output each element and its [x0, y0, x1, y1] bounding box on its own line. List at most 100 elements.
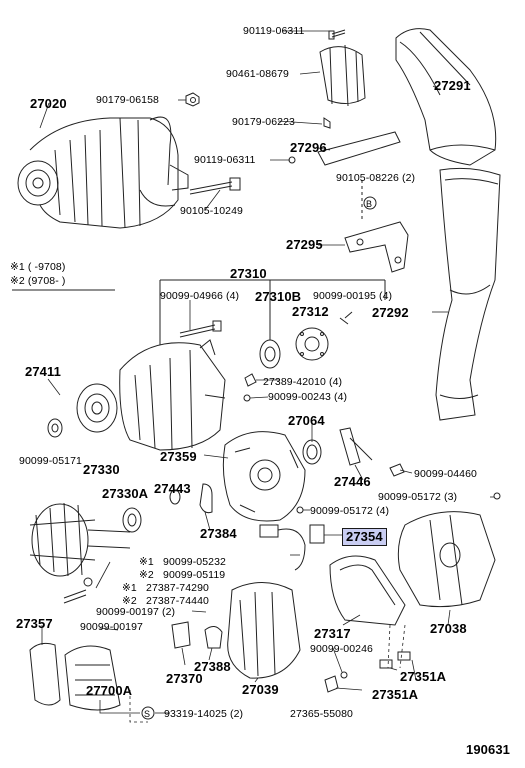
part-number-label[interactable]: 27292	[372, 305, 409, 320]
part-number-label[interactable]: 90099-05119	[163, 569, 226, 581]
part-number-label[interactable]: 27351A	[400, 669, 447, 684]
part-number-label[interactable]: 27357	[16, 616, 53, 631]
part-number-label[interactable]: 27446	[334, 474, 371, 489]
callout-bracket	[159, 279, 386, 345]
marker-2-label: ※2	[122, 595, 137, 607]
part-number-label[interactable]: 27291	[434, 78, 471, 93]
nut-drawing	[47, 418, 63, 438]
part-number-label[interactable]: 27312	[292, 304, 329, 319]
part-number-label[interactable]: 90105-08226 (2)	[336, 172, 416, 184]
terminal-drawing	[324, 675, 339, 693]
part-number-label[interactable]: 27387-74440	[146, 595, 209, 607]
marker-2-label: ※2	[139, 569, 154, 581]
screw-drawing	[339, 311, 353, 325]
part-number-label[interactable]: 27296	[290, 140, 327, 155]
part-number-label[interactable]: 27295	[286, 237, 323, 252]
nut-drawing	[185, 92, 200, 107]
note-line-1: ※1 ( -9708)	[10, 261, 66, 273]
part-number-label[interactable]: 27443	[154, 481, 191, 496]
rotor-drawing	[29, 502, 131, 577]
leader-lines	[39, 30, 494, 723]
part-number-label[interactable]: 27700A	[86, 683, 133, 698]
diagram-id: 190631	[466, 742, 510, 757]
bracket-drawing	[344, 180, 409, 273]
ring-drawing	[169, 489, 181, 505]
part-number-label[interactable]: 27330	[83, 462, 120, 477]
part-number-label[interactable]: 27351A	[372, 687, 419, 702]
part-number-label[interactable]: 90099-00197 (2)	[96, 606, 176, 618]
part-number-label[interactable]: 27388	[194, 659, 231, 674]
marker-s-circle	[141, 706, 155, 720]
part-number-label[interactable]: 90099-05172 (3)	[378, 491, 458, 503]
part-number-label[interactable]: 27389-42010 (4)	[263, 376, 343, 388]
part-number-label[interactable]: 27370	[166, 671, 203, 686]
part-number-label[interactable]: 90099-00197	[80, 621, 143, 633]
part-number-label[interactable]: 90099-04966 (4)	[160, 290, 240, 302]
brush-drawing	[379, 659, 393, 669]
bolt-drawing	[189, 177, 241, 195]
part-number-label[interactable]: 90099-00243 (4)	[268, 391, 348, 403]
part-number-label[interactable]: 27359	[160, 449, 197, 464]
part-number-label[interactable]: 90119-06311	[243, 25, 305, 37]
part-number-label[interactable]: 90099-04460	[414, 468, 477, 480]
nut-drawing	[296, 506, 304, 514]
brush-drawing	[204, 626, 223, 649]
part-number-label[interactable]: 27038	[430, 621, 467, 636]
rectifier-drawing	[29, 642, 121, 711]
part-number-label[interactable]: 27310	[230, 266, 267, 281]
insulator-drawing	[244, 373, 257, 387]
nut-drawing	[389, 463, 405, 477]
brush-holder-drawing	[171, 621, 191, 649]
part-number-label[interactable]: 90461-08679	[226, 68, 289, 80]
small-bolt-drawing	[328, 29, 346, 40]
bolt-drawing	[179, 320, 222, 338]
wire-connector-drawing	[259, 524, 325, 571]
bearing-drawing	[122, 507, 142, 533]
part-number-label[interactable]: 27020	[30, 96, 67, 111]
end-cover-drawing	[227, 582, 301, 679]
part-number-label[interactable]: 93319-14025 (2)	[164, 708, 244, 720]
terminal-drawing	[339, 427, 373, 466]
part-number-label[interactable]: 90179-06223	[232, 116, 295, 128]
bolt-drawing	[63, 589, 87, 604]
part-number-label[interactable]: 90099-05171	[19, 455, 82, 467]
part-number-label[interactable]: 27384	[200, 526, 237, 541]
note-line-2: ※2 (9708- )	[10, 275, 66, 287]
screw-drawing	[340, 671, 348, 679]
part-number-label[interactable]: 27039	[242, 682, 279, 697]
part-number-label[interactable]: 90179-06158	[96, 94, 159, 106]
marker-1-label: ※1	[139, 556, 154, 568]
part-number-label[interactable]: 27365-55080	[290, 708, 353, 720]
rear-frame-drawing	[222, 431, 306, 522]
hose-clamp-drawing	[319, 44, 366, 107]
part-number-label[interactable]: 90099-00246	[310, 643, 373, 655]
part-number-label[interactable]: 27387-74290	[146, 582, 209, 594]
retainer-plate-drawing	[295, 327, 329, 361]
part-number-label[interactable]: 90119-06311	[194, 154, 256, 166]
gasket-drawing	[302, 439, 322, 465]
bearing-drawing	[259, 339, 281, 369]
alternator-assembly-drawing	[17, 116, 189, 229]
part-number-label[interactable]: 27310B	[255, 289, 302, 304]
screw-drawing	[243, 394, 251, 402]
part-number-label[interactable]: 90099-05172 (4)	[310, 505, 390, 517]
part-number-label[interactable]: 27064	[288, 413, 325, 428]
part-number-label[interactable]: 27330A	[102, 486, 149, 501]
marker-b-label: B	[366, 199, 373, 209]
part-number-label[interactable]: 27317	[314, 626, 351, 641]
air-duct-lower-drawing	[435, 167, 501, 421]
marker-s-label: S	[144, 709, 151, 719]
brush-drawing	[397, 651, 411, 661]
alternator-housing-drawing	[76, 339, 226, 451]
nut-drawing	[493, 492, 501, 500]
highlighted-part-number[interactable]: 27354	[342, 528, 387, 546]
insulator-cover-drawing	[329, 555, 406, 626]
part-number-label[interactable]: 90105-10249	[180, 205, 243, 217]
rear-cover-drawing	[397, 511, 496, 608]
part-number-label[interactable]: 90099-00195 (4)	[313, 290, 393, 302]
marker-b-circle	[363, 196, 377, 210]
part-number-label[interactable]: 27411	[25, 364, 61, 379]
part-number-label[interactable]: 90099-05232	[163, 556, 226, 568]
cover-drawing	[199, 483, 213, 514]
